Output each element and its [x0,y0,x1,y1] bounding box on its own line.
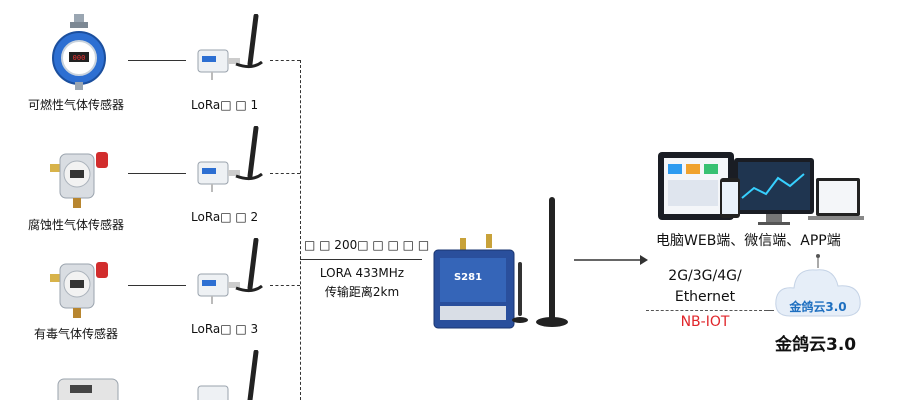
sensor-label-1: 可燃性气体传感器 [28,98,125,112]
svg-text:000: 000 [73,54,86,62]
sensor-link-3 [128,285,186,286]
bus-to-gateway-line [300,259,422,260]
lora-node-2-image [197,126,263,192]
lora-gateway-image: S281 [433,197,568,329]
uplink-line-1: 2G/3G/4G/ [668,268,742,284]
lora-node-3-image [197,238,263,304]
link-band-text: LORA 433MHz [319,266,405,280]
cloud-badge-text: 金鸽云3.0 [789,300,847,314]
cloud-icon [775,254,861,317]
lora-node-label-1: LoRa□ □ 1 [191,98,259,112]
combustible-gas-sensor-image: 000 [52,14,106,90]
uplink-divider [646,310,762,311]
sensor-label-3: 有毒气体传感器 [34,327,119,341]
cloud-connector-line [764,310,774,311]
lora-node-4-image [197,350,259,400]
clients-label: 电脑WEB端、微信端、APP端 [656,233,841,249]
sensor-label-2: 腐蚀性气体传感器 [28,218,125,232]
lora-node-label-2: LoRa□ □ 2 [191,210,259,224]
node-dash-1 [270,60,300,61]
lora-node-label-3: LoRa□ □ 3 [191,322,259,336]
fourth-sensor-image [57,378,119,400]
corrosive-gas-sensor-image [50,152,108,208]
cloud-caption: 金鸽云3.0 [775,335,857,355]
uplink-line-3: NB-IOT [680,314,730,330]
link-range-text: 传输距离2km [324,285,400,299]
node-dash-3 [270,285,300,286]
uplink-line-2: Ethernet [674,289,736,305]
client-devices-image [658,152,864,225]
toxic-gas-sensor-image [50,262,108,318]
lora-node-1-image [197,14,263,80]
lora-bus-line [300,60,301,400]
gateway-model-text: S281 [454,272,482,283]
arrow-to-clients [574,255,648,265]
node-dash-2 [270,173,300,174]
link-distance-text: □ □ 200□ □ □ □ □ [304,238,430,252]
sensor-link-2 [128,173,186,174]
sensor-link-1 [128,60,186,61]
